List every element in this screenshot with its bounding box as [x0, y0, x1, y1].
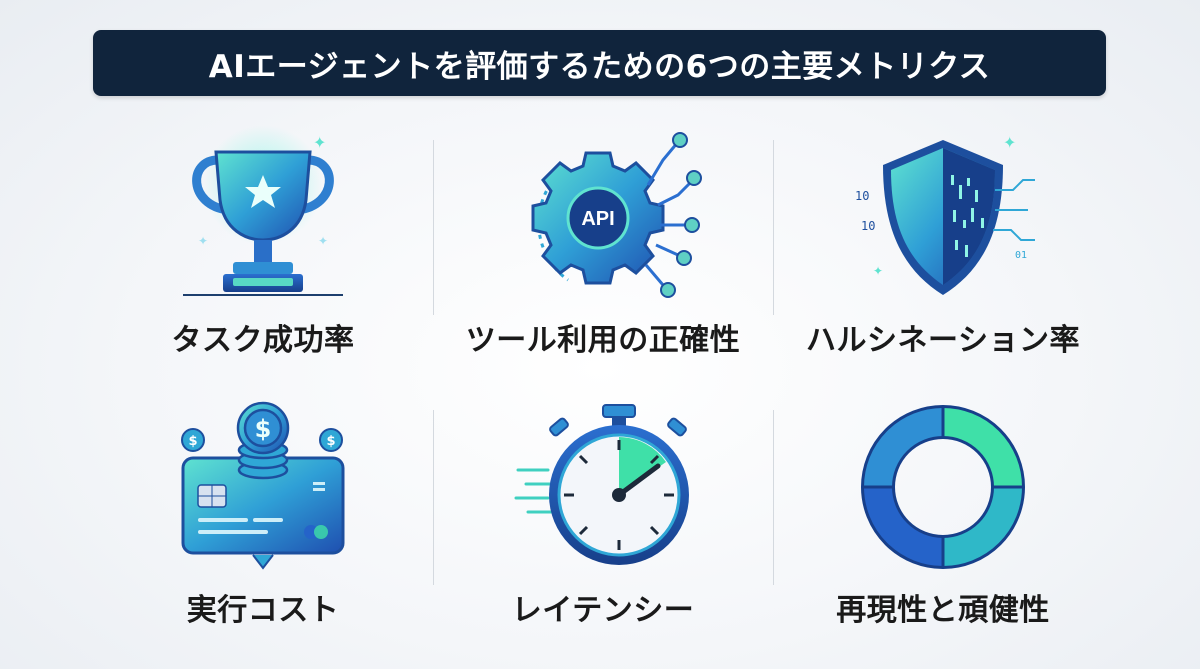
stopwatch-icon — [508, 400, 698, 575]
api-text: API — [581, 208, 614, 230]
metric-label: 実行コスト — [186, 593, 340, 628]
column-divider — [433, 140, 434, 315]
gear-api-icon: API — [508, 130, 702, 305]
page-title: AIエージェントを評価するための6つの主要メトリクス — [208, 48, 991, 85]
metric-label: ハルシネーション率 — [806, 323, 1080, 358]
trophy-icon: ✦ ✦ ✦ — [168, 125, 358, 305]
metric-label: 再現性と頑健性 — [836, 593, 1050, 628]
dollar-text: $ — [188, 434, 197, 449]
ring-icon — [848, 400, 1038, 575]
metric-label: タスク成功率 — [171, 323, 355, 358]
metric-tool-accuracy: API ツール利用の正確性 — [433, 130, 773, 359]
binary-text: 01 — [1015, 250, 1027, 261]
column-divider — [773, 410, 774, 585]
svg-text:✦: ✦ — [313, 133, 326, 152]
svg-text:✦: ✦ — [198, 234, 208, 248]
dollar-text: $ — [326, 434, 335, 449]
title-banner: AIエージェントを評価するための6つの主要メトリクス — [93, 30, 1106, 96]
metric-task-success: ✦ ✦ ✦ タスク成功率 — [93, 125, 433, 359]
svg-text:✦: ✦ — [1003, 133, 1016, 152]
column-divider — [433, 410, 434, 585]
svg-text:✦: ✦ — [318, 234, 328, 248]
metric-label: ツール利用の正確性 — [465, 323, 741, 358]
dollar-text: $ — [255, 415, 272, 443]
metric-reproducibility: 再現性と頑健性 — [773, 400, 1113, 629]
credit-card-coins-icon: $ $ $ — [168, 400, 358, 575]
column-divider — [773, 140, 774, 315]
shield-icon: 10 10 01 ✦ ✦ — [848, 130, 1038, 305]
binary-text: 10 — [861, 219, 875, 233]
svg-text:✦: ✦ — [873, 264, 883, 278]
binary-text: 10 — [855, 189, 869, 203]
metric-execution-cost: $ $ $ 実行コスト — [93, 400, 433, 629]
metric-hallucination-rate: 10 10 01 ✦ ✦ ハルシネーション率 — [773, 130, 1113, 359]
metric-label: レイテンシー — [511, 593, 695, 628]
metric-latency: レイテンシー — [433, 400, 773, 629]
